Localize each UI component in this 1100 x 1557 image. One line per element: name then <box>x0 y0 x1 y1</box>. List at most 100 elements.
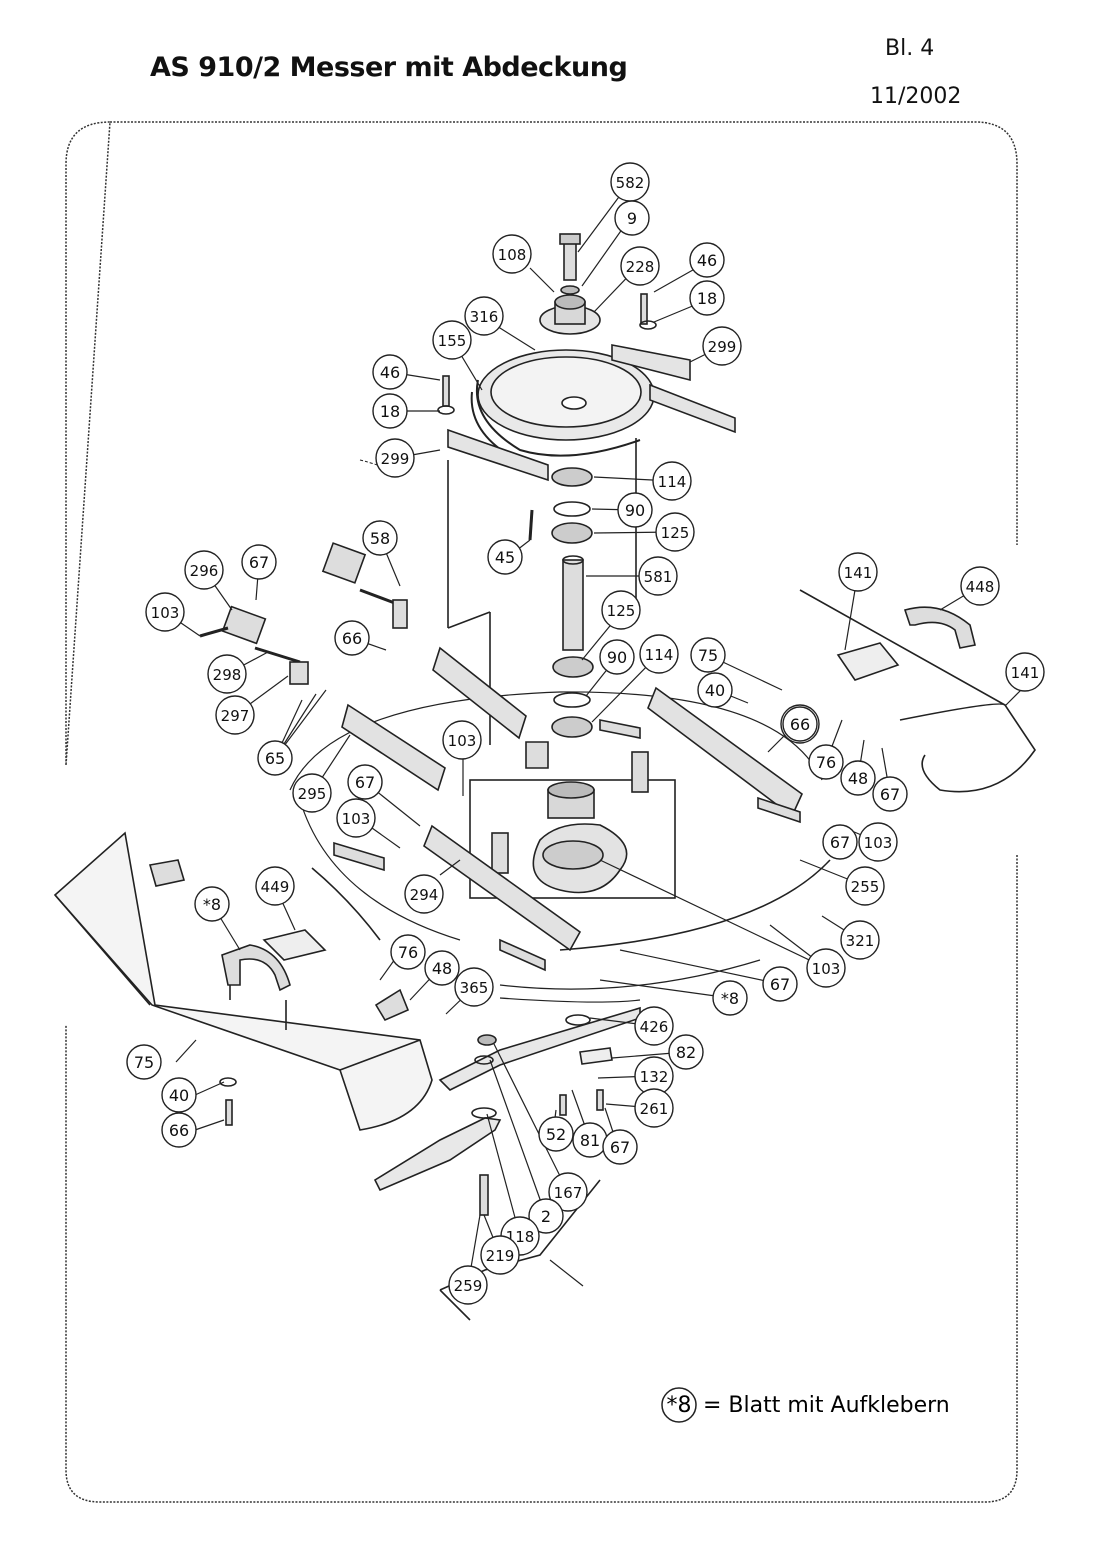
part-number-label: 46 <box>697 251 717 270</box>
part-callout: 40 <box>697 672 733 708</box>
part-number-label: 103 <box>864 834 893 852</box>
part-number-label: 48 <box>848 769 868 788</box>
part-number-label: 66 <box>790 715 810 734</box>
part-callout: 125 <box>655 512 695 552</box>
part-callout-circle <box>762 966 798 1002</box>
part-number-label: 141 <box>1011 664 1040 682</box>
part-callout-circle <box>858 822 898 862</box>
part-callout-circle <box>215 695 255 735</box>
part-callout-circle <box>194 886 230 922</box>
part-number-label: 321 <box>846 932 875 950</box>
part-callout-circle <box>697 672 733 708</box>
part-callout: 66 <box>334 620 370 656</box>
part-callout: 365 <box>454 967 494 1007</box>
part-callout-circle <box>528 1198 564 1234</box>
part-number-label: *8 <box>721 989 739 1008</box>
part-number-label: 46 <box>380 363 400 382</box>
part-number-label: 67 <box>770 975 790 994</box>
part-number-label: 299 <box>381 450 410 468</box>
part-callout: 141 <box>838 552 878 592</box>
part-callout-circle <box>838 552 878 592</box>
part-callout: 76 <box>390 934 426 970</box>
part-callout: 40 <box>161 1077 197 1113</box>
footnote-marker: *8 <box>667 1393 692 1418</box>
part-callout: 66 <box>161 1112 197 1148</box>
part-callout: 299 <box>375 438 415 478</box>
part-callout-circle <box>614 200 650 236</box>
part-number-label: 125 <box>661 524 690 542</box>
part-callout: 259 <box>448 1265 488 1305</box>
part-number-label: 581 <box>644 568 673 586</box>
part-number-label: 75 <box>698 646 718 665</box>
part-callout: 58 <box>362 520 398 556</box>
part-number-label: 296 <box>190 562 219 580</box>
part-callout-circle <box>372 393 408 429</box>
part-callout-circle <box>845 866 885 906</box>
part-callout: 45 <box>487 539 523 575</box>
part-number-label: 58 <box>370 529 390 548</box>
part-number-label: 2 <box>541 1207 551 1226</box>
part-callout-circle <box>480 1235 520 1275</box>
part-number-label: 108 <box>498 246 527 264</box>
part-number-label: 295 <box>298 785 327 803</box>
part-callout-circle <box>424 950 460 986</box>
part-callout: 295 <box>292 773 332 813</box>
part-callout: 18 <box>372 393 408 429</box>
part-callout-circle <box>362 520 398 556</box>
part-callout-circle <box>255 866 295 906</box>
part-callout-circle <box>617 492 653 528</box>
part-callout-circle <box>336 798 376 838</box>
part-callout: 90 <box>599 639 635 675</box>
sheet-number: Bl. 4 <box>885 36 935 61</box>
part-number-label: *8 <box>203 895 221 914</box>
part-number-label: 316 <box>470 308 499 326</box>
part-number-label: 132 <box>640 1068 669 1086</box>
part-callout: 52 <box>538 1116 574 1152</box>
part-number-label: 40 <box>169 1086 189 1105</box>
part-callout: 103 <box>336 798 376 838</box>
part-callout-circle <box>126 1044 162 1080</box>
page-title: AS 910/2 Messer mit Abdeckung <box>150 52 628 83</box>
part-number-label: 81 <box>580 1131 600 1150</box>
part-callout: 90 <box>617 492 653 528</box>
part-number-label: 67 <box>880 785 900 804</box>
part-callout-circle <box>840 760 876 796</box>
part-callout: *8 <box>712 980 748 1016</box>
part-callout-circle <box>668 1034 704 1070</box>
part-callout-circle <box>432 320 472 360</box>
part-callout-circle <box>690 637 726 673</box>
part-number-label: 18 <box>380 402 400 421</box>
part-callout: 108 <box>492 234 532 274</box>
part-callout: 76 <box>808 744 844 780</box>
part-number-label: 75 <box>134 1053 154 1072</box>
part-callout: 426 <box>634 1006 674 1046</box>
part-callout: 255 <box>845 866 885 906</box>
part-callout: 9 <box>614 200 650 236</box>
part-callout-circle <box>638 556 678 596</box>
part-callout: 448 <box>960 566 1000 606</box>
part-callout-circle <box>145 592 185 632</box>
part-number-label: 297 <box>221 707 250 725</box>
part-number-label: 114 <box>658 473 687 491</box>
part-callout: 114 <box>652 461 692 501</box>
part-number-label: 299 <box>708 338 737 356</box>
part-number-label: 76 <box>816 753 836 772</box>
part-callout: 449 <box>255 866 295 906</box>
part-callout: 103 <box>442 720 482 760</box>
part-callout-circle <box>689 280 725 316</box>
part-callout-circle <box>492 234 532 274</box>
part-callout-circle <box>822 824 858 860</box>
part-callout: 82 <box>668 1034 704 1070</box>
part-callout-circle <box>960 566 1000 606</box>
part-number-label: 255 <box>851 878 880 896</box>
part-callout: 219 <box>480 1235 520 1275</box>
part-number-label: 448 <box>966 578 995 596</box>
footnote-text: = Blatt mit Aufklebern <box>703 1393 950 1418</box>
part-number-label: 261 <box>640 1100 669 1118</box>
part-callout-circle <box>655 512 695 552</box>
part-callout: 582 <box>610 162 650 202</box>
part-callout: 67 <box>872 776 908 812</box>
part-number-label: 582 <box>616 174 645 192</box>
part-callout-circle <box>161 1112 197 1148</box>
